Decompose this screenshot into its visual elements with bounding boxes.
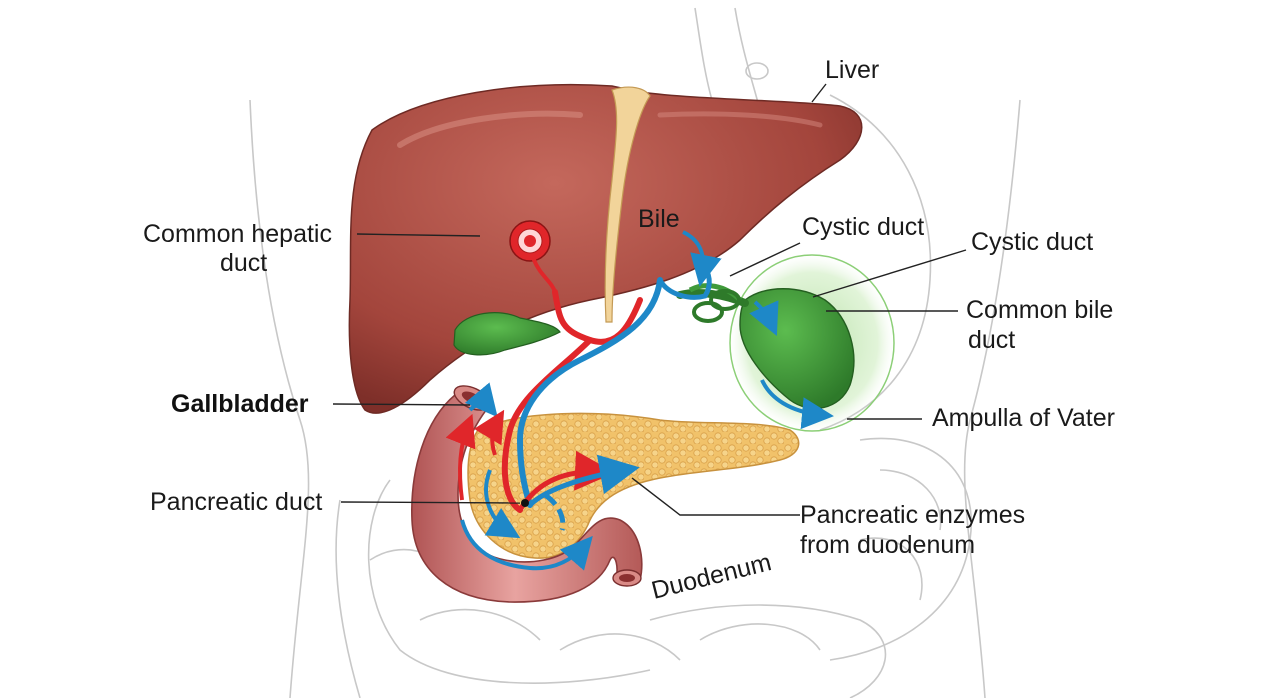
label-common-hepatic-duct-line2: duct xyxy=(220,249,267,277)
label-pancreatic-enzymes-line1: Pancreatic enzymes xyxy=(800,501,1025,529)
leader-lines xyxy=(332,83,967,516)
label-common-bile-duct-line2: duct xyxy=(968,326,1015,354)
label-cystic-duct-a: Cystic duct xyxy=(802,213,924,241)
label-pancreatic-enzymes-line2: from duodenum xyxy=(800,531,975,559)
label-gallbladder: Gallbladder xyxy=(171,390,309,418)
label-pancreatic-duct: Pancreatic duct xyxy=(150,488,322,516)
label-cystic-duct-b: Cystic duct xyxy=(971,228,1093,256)
body-outline xyxy=(249,7,1021,698)
flow-arrows xyxy=(445,230,834,571)
label-bile: Bile xyxy=(638,205,680,233)
duct-system xyxy=(501,262,712,531)
falciform-ligament xyxy=(604,86,651,323)
label-liver: Liver xyxy=(825,56,879,84)
label-duodenum: Duodenum xyxy=(649,548,774,605)
small-gallbladder xyxy=(453,312,561,356)
label-ampulla-of-vater: Ampulla of Vater xyxy=(932,404,1115,432)
label-common-bile-duct-line1: Common bile xyxy=(966,296,1113,324)
label-common-hepatic-duct-line1: Common hepatic xyxy=(143,220,332,248)
